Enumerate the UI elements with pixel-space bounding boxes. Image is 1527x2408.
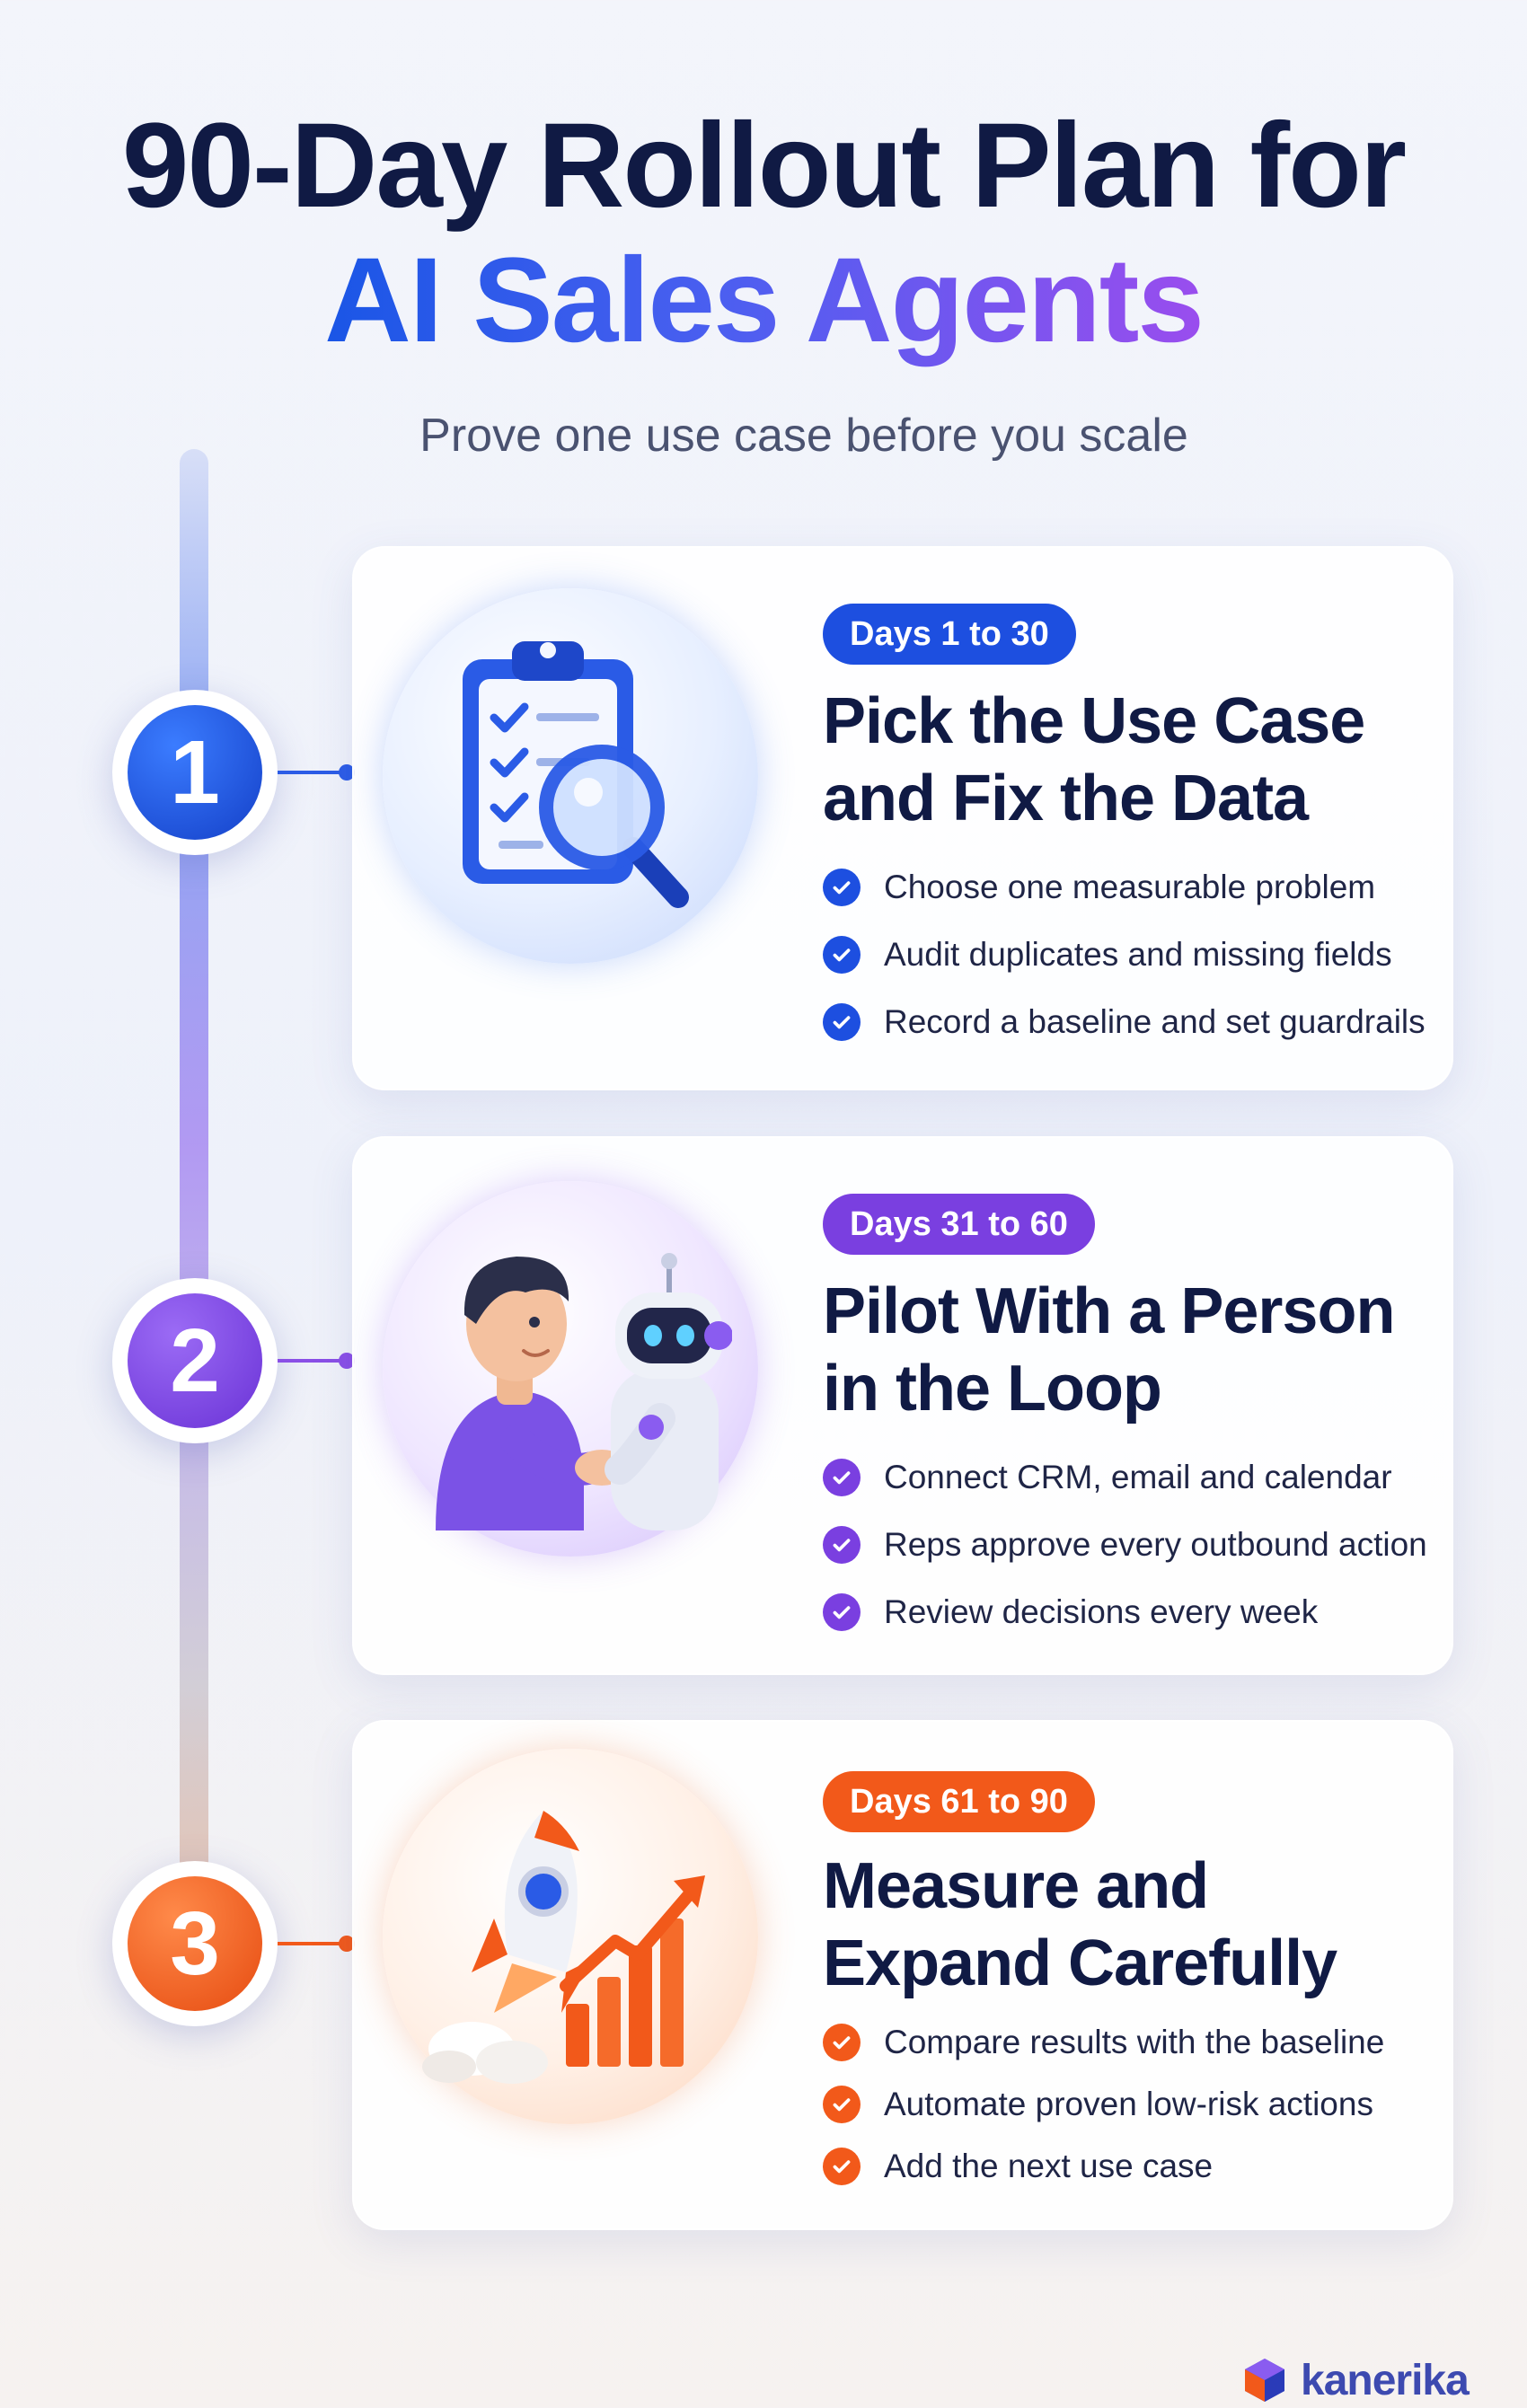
timeline-line [180, 449, 208, 1994]
step-1-connector [278, 764, 355, 781]
person-robot-handshake-icon [436, 1253, 732, 1530]
step-2-title: Pilot With a Person in the Loop [823, 1275, 1395, 1425]
step-3-connector [278, 1936, 355, 1952]
check-icon [823, 1458, 861, 1496]
brand-logo: kanerika [1240, 2353, 1470, 2407]
step-2-illustration [383, 1181, 758, 1557]
step-3-title: Measure and Expand Carefully [823, 1850, 1337, 1999]
page-title: 90-Day Rollout Plan for AI Sales Agents [0, 99, 1527, 368]
step-1-bullet: Audit duplicates and missing fields [823, 921, 1443, 988]
step-3-bullet: Compare results with the baseline [823, 2011, 1443, 2073]
step-1-tag: Days 1 to 30 [823, 604, 1076, 665]
check-icon [823, 2147, 861, 2185]
step-2-bullet-text: Connect CRM, email and calendar [884, 1458, 1392, 1495]
step-3-bullet-text: Add the next use case [884, 2147, 1214, 2184]
step-3-bullet: Add the next use case [823, 2135, 1443, 2197]
title-line-2: AI Sales Agents [324, 234, 1205, 367]
step-2-bullet: Review decisions every week [823, 1578, 1443, 1645]
step-1-bullet: Choose one measurable problem [823, 853, 1443, 921]
step-3-bullet-text: Compare results with the baseline [884, 2023, 1385, 2060]
step-3-number: 3 [128, 1876, 262, 2011]
check-icon [823, 935, 861, 974]
step-1-title: Pick the Use Case and Fix the Data [823, 685, 1365, 834]
step-1-bullet: Record a baseline and set guardrails [823, 988, 1443, 1055]
step-3-illustration [383, 1749, 758, 2124]
step-3-bullets: Compare results with the baseline Automa… [823, 2011, 1443, 2197]
check-icon [823, 1002, 861, 1041]
step-1-illustration [383, 588, 758, 964]
step-1-bullet-text: Record a baseline and set guardrails [884, 1002, 1425, 1040]
check-icon [823, 868, 861, 906]
step-1-number-badge: 1 [112, 690, 278, 855]
step-2-tag: Days 31 to 60 [823, 1194, 1095, 1255]
step-2-bullets: Connect CRM, email and calendar Reps app… [823, 1443, 1443, 1645]
step-3-bullet: Automate proven low-risk actions [823, 2073, 1443, 2135]
step-2-bullet: Reps approve every outbound action [823, 1511, 1443, 1578]
step-3-bullet-text: Automate proven low-risk actions [884, 2085, 1373, 2122]
step-2-connector [278, 1353, 355, 1369]
check-icon [823, 1592, 861, 1631]
step-2-bullet-text: Review decisions every week [884, 1592, 1319, 1630]
step-3-tag: Days 61 to 90 [823, 1771, 1095, 1832]
brand-name: kanerika [1301, 2356, 1470, 2404]
kanerika-logo-icon [1245, 2359, 1284, 2402]
page-subtitle: Prove one use case before you scale [419, 410, 1188, 462]
check-icon [823, 2023, 861, 2061]
step-1-bullet-text: Choose one measurable problem [884, 868, 1376, 905]
rocket-growth-chart-icon [422, 1811, 705, 2084]
step-2-number-badge: 2 [112, 1278, 278, 1443]
step-2-bullet: Connect CRM, email and calendar [823, 1443, 1443, 1511]
title-line-1: 90-Day Rollout Plan for [121, 99, 1407, 233]
step-3-number-badge: 3 [112, 1861, 278, 2026]
check-icon [823, 2085, 861, 2123]
step-1-number: 1 [128, 705, 262, 840]
step-1-bullets: Choose one measurable problem Audit dupl… [823, 853, 1443, 1055]
step-3-card: Days 61 to 90 Measure and Expand Careful… [352, 1720, 1453, 2230]
step-2-bullet-text: Reps approve every outbound action [884, 1525, 1427, 1563]
step-2-number: 2 [128, 1293, 262, 1428]
step-1-card: Days 1 to 30 Pick the Use Case and Fix t… [352, 546, 1453, 1090]
check-icon [823, 1525, 861, 1564]
clipboard-magnifier-icon [463, 641, 689, 908]
step-2-card: Days 31 to 60 Pilot With a Person in the… [352, 1136, 1453, 1675]
step-1-bullet-text: Audit duplicates and missing fields [884, 935, 1392, 973]
